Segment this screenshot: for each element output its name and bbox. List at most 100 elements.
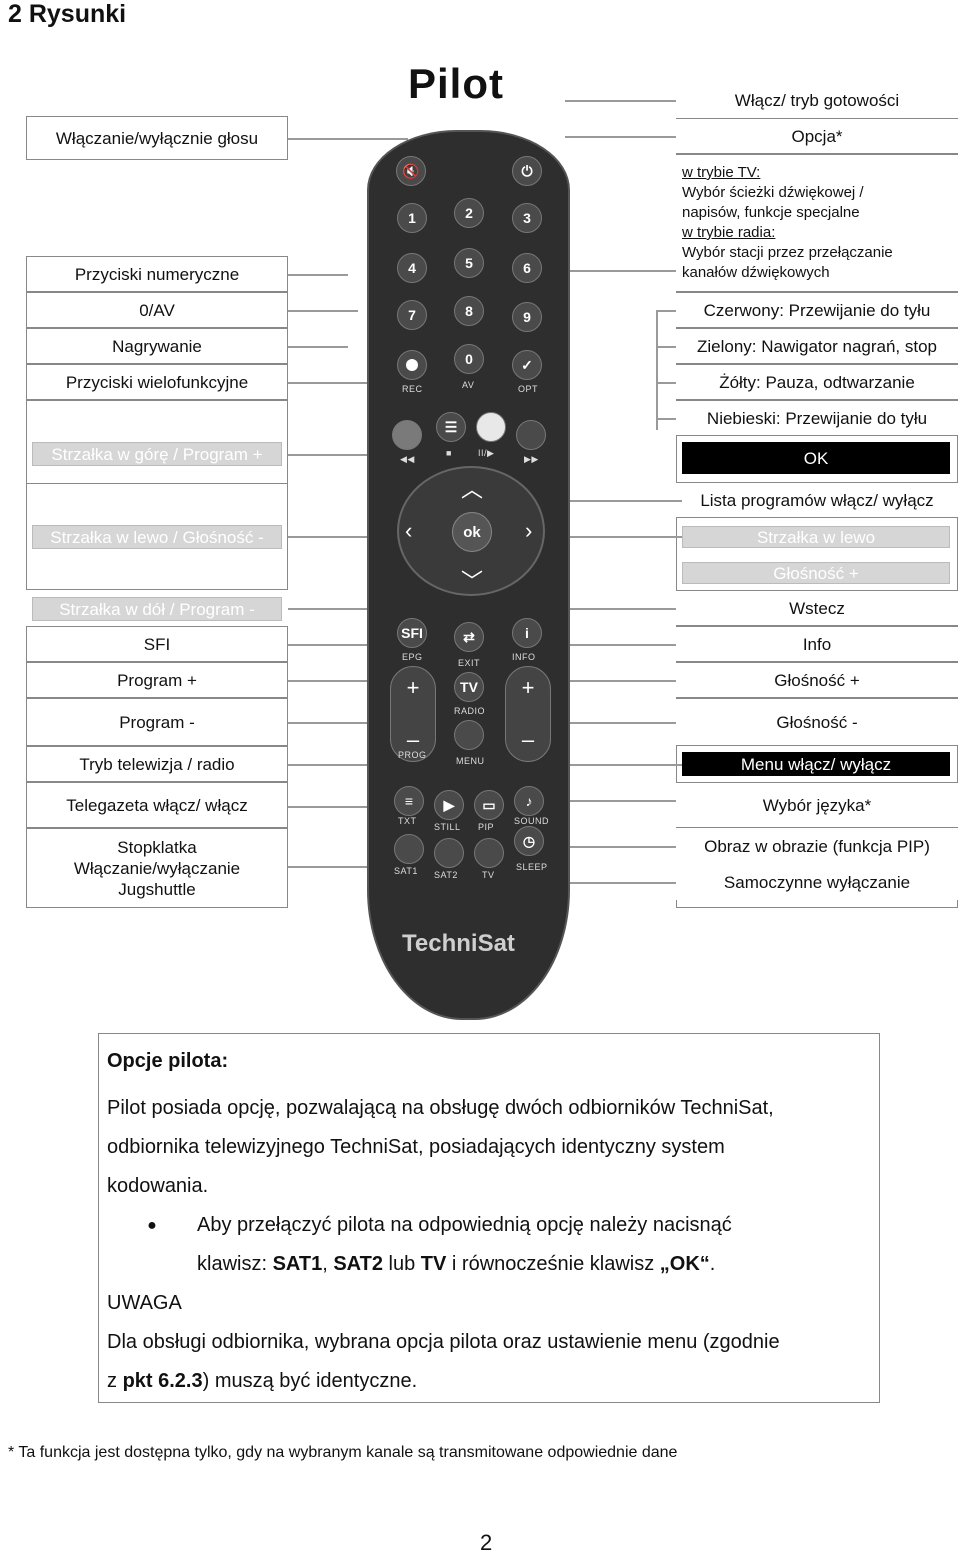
label-audio-modes: w trybie TV: Wybór ścieżki dźwiękowej / … [676,154,958,292]
digit-7-button[interactable]: 7 [397,300,427,330]
sound-button[interactable]: ♪ [514,786,544,816]
radio-mode-title: w trybie radia: [682,224,776,241]
program-rocker[interactable]: + – [390,666,436,762]
arrow-left-button[interactable]: ‹ [405,518,413,543]
remote-options-box: Opcje pilota: Pilot posiada opcję, pozwa… [98,1033,880,1403]
power-button[interactable]: ⏻ [512,156,542,186]
tv-mode-text-1: Wybór ścieżki dźwiękowej / [682,184,864,201]
rec-label: REC [402,384,423,394]
radio-mode-text-1: Wybór stacji przez przełączanie [682,244,893,261]
opt-label: OPT [518,384,539,394]
brand-logo: TechniSat [402,930,515,957]
digit-5-button[interactable]: 5 [454,248,484,278]
teletext-button[interactable]: ≡ [394,786,424,816]
pip-button[interactable]: ▭ [474,790,504,820]
label-still-shuttle: Stopklatka Włączanie/wyłączanie Jugshutt… [26,828,288,908]
label-program-list: Lista programów włącz/ wyłącz [676,482,958,518]
volume-rocker[interactable]: + – [505,666,551,762]
tv-radio-button[interactable]: TV [454,672,484,702]
connector-line [288,866,438,868]
bullet-line2-a: klawisz: [197,1253,273,1275]
bullet-dot-icon: ● [147,1217,157,1234]
tv-mode-text-2: napisów, funkcje specjalne [682,204,860,221]
connector-line [480,608,676,610]
connector-line [656,310,676,312]
connector-line [656,418,676,420]
option-button[interactable]: ✓ [512,350,542,380]
sfi-button[interactable]: SFI [397,618,427,648]
label-right-arrow-left: Strzałka w lewo [682,526,950,548]
prog-label: PROG [398,750,427,760]
label-yellow: Żółty: Pauza, odtwarzanie [676,364,958,400]
label-info: Info [676,626,958,662]
label-right-volume-plus-grey: Głośność + [682,562,950,584]
connector-line [540,882,676,884]
label-ok: OK [682,442,950,474]
label-menu: Menu włącz/ wyłącz [682,752,950,776]
exit-button[interactable]: ⇄ [454,622,484,652]
menu-button[interactable] [454,720,484,750]
connector-line [656,310,658,430]
bullet-line1: Aby przełączyć pilota na odpowiednią opc… [197,1214,732,1236]
sat2-label: SAT2 [434,870,458,880]
connector-line [288,346,348,348]
volume-plus-button[interactable]: + [521,675,535,700]
txt-label: TXT [398,816,417,826]
clock-icon: ◷ [522,832,536,849]
red-button[interactable] [392,420,422,450]
pip-icon: ▭ [482,796,496,813]
digit-9-button[interactable]: 9 [512,302,542,332]
digit-2-button[interactable]: 2 [454,198,484,228]
radio-label: RADIO [454,706,486,716]
arrow-up-button[interactable]: ︿ [461,477,484,502]
green-button[interactable]: ☰ [436,412,466,442]
still-label: STILL [434,822,461,832]
label-volume-plus: Głośność + [676,662,958,698]
label-numeric-buttons: Przyciski numeryczne [26,256,288,292]
connector-line [540,680,676,682]
digit-6-button[interactable]: 6 [512,253,542,283]
digit-8-button[interactable]: 8 [454,296,484,326]
radio-mode-text-2: kanałów dźwiękowych [682,264,830,281]
yellow-button[interactable] [476,412,506,442]
label-record: Nagrywanie [26,328,288,364]
sat2-button[interactable] [434,838,464,868]
ok-button[interactable]: ok [452,512,492,552]
connector-line [288,310,358,312]
connector-line [560,270,676,272]
mute-icon: 🔇 [402,162,420,179]
label-box-frame [26,400,288,484]
bullet-end: . [709,1253,716,1275]
label-language: Wybór języka* [676,782,958,828]
digit-1-button[interactable]: 1 [397,203,427,233]
connector-line [288,382,388,384]
sleep-button[interactable]: ◷ [514,826,544,856]
sat1-button[interactable] [394,834,424,864]
teletext-icon: ≡ [404,793,414,809]
exit-label: EXIT [458,658,481,668]
connector-line [288,722,398,724]
record-button[interactable] [397,350,427,380]
mute-button[interactable]: 🔇 [396,156,426,186]
label-jugshuttle: Jugshuttle [118,879,196,899]
label-program-minus: Program - [26,698,288,746]
program-plus-button[interactable]: + [406,675,420,700]
blue-button[interactable] [516,420,546,450]
play-icon: ▶ [443,796,455,813]
still-button[interactable]: ▶ [434,790,464,820]
label-still: Stopklatka [117,837,197,857]
list-icon: ☰ [444,418,458,435]
connector-line [288,806,404,808]
digit-0-button[interactable]: 0 [454,344,484,374]
info-button[interactable]: i [512,618,542,648]
arrow-down-button[interactable]: ﹀ [461,569,484,594]
rewind-icon: ◀◀ [400,454,415,464]
tv-option-button[interactable] [474,838,504,868]
digit-3-button[interactable]: 3 [512,203,542,233]
connector-line [656,382,676,384]
digit-4-button[interactable]: 4 [397,253,427,283]
arrow-right-button[interactable]: › [525,518,533,543]
program-minus-button[interactable]: – [406,727,420,752]
volume-minus-button[interactable]: – [521,727,535,752]
pip-label: PIP [478,822,495,832]
